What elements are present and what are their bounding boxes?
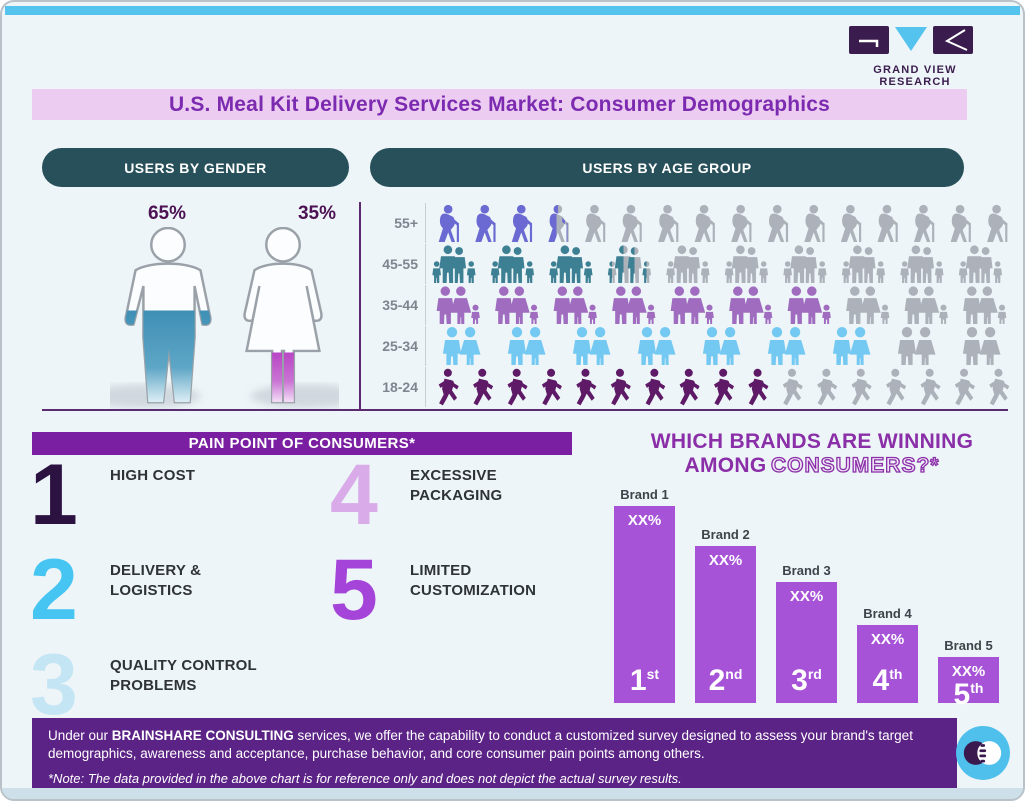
brand-value-label: XX%	[870, 631, 905, 648]
page-title: U.S. Meal Kit Delivery Services Market: …	[168, 92, 831, 116]
age-row-label: 25-34	[382, 337, 418, 354]
brands-title-line2-solid: AMONG	[684, 454, 767, 478]
age-row-icons	[425, 243, 1003, 284]
male-percentage: 65%	[147, 203, 187, 224]
brands-title: WHICH BRANDS ARE WINNING AMONG CONSUMERS…	[612, 430, 1012, 478]
pain-point-label: HIGH COST	[110, 467, 196, 484]
pain-points-column: 1 HIGH COST 2 DELIVERY & LOGISTICS 3 QUALITY …	[30, 460, 330, 721]
pain-point-item-5: 5 LIMITED CUSTOMIZATION	[330, 555, 590, 626]
age-row-icons	[425, 325, 1001, 366]
pain-points-header-label: PAIN POINT OF CONSUMERS*	[188, 435, 416, 452]
footer-note: *Note: The data provided in the above ch…	[48, 771, 682, 787]
age-row-55+: 55+	[370, 202, 1012, 243]
page-title-banner: U.S. Meal Kit Delivery Services Market: …	[32, 89, 967, 120]
pain-points-list: 1 HIGH COST 2 DELIVERY & LOGISTICS 3 QUALITY …	[30, 460, 595, 721]
brand-bar: XX% 4th	[857, 625, 918, 703]
brand-bar: XX% 3rd	[776, 582, 837, 703]
pain-point-label: DELIVERY & LOGISTICS	[110, 562, 202, 600]
brands-title-line2-outline: CONSUMERS?*	[770, 453, 940, 478]
brand-column-3: Brand 3 XX% 3rd	[776, 563, 837, 703]
brand-rank-label: 4th	[872, 664, 903, 697]
pain-point-label: LIMITED CUSTOMIZATION	[410, 562, 537, 600]
brand-name-label: Brand 5	[944, 638, 993, 653]
age-row-25-34: 25-34	[370, 325, 1012, 366]
brand-value-label: XX%	[708, 552, 743, 569]
brand-rank-label: 1st	[629, 664, 660, 697]
footer-banner: Under our BRAINSHARE CONSULTING services…	[32, 718, 957, 788]
age-row-icons	[425, 366, 1010, 407]
female-figure-icon	[243, 227, 339, 409]
brand-value-label: XX%	[951, 663, 986, 680]
brand-bar: XX% 1st	[614, 506, 675, 703]
pain-number-1-icon: 1	[30, 460, 78, 531]
brand-name-label: Brand 3	[782, 563, 831, 578]
pain-number-5-icon: 5	[330, 555, 378, 626]
brand-rank-label: 3rd	[791, 664, 822, 697]
top-accent-strip	[5, 6, 1020, 15]
brand-rank-label: 2nd	[708, 664, 743, 697]
gender-chart: 65% 35%	[42, 197, 354, 409]
brand-column-4: Brand 4 XX% 4th	[857, 606, 918, 703]
horizontal-rule	[42, 409, 1008, 411]
header-users-by-gender: USERS BY GENDER	[42, 148, 349, 187]
pain-number-3-icon: 3	[30, 650, 78, 721]
brand-name-label: Brand 4	[863, 606, 912, 621]
age-row-icons	[425, 284, 1007, 325]
brand-rank-label: 5th	[953, 678, 984, 711]
gvr-logo-text: GRAND VIEW RESEARCH	[873, 64, 957, 88]
brand-column-5: Brand 5 XX%5th	[938, 638, 999, 710]
brainshare-icon	[955, 725, 1011, 786]
pain-points-header: PAIN POINT OF CONSUMERS*	[32, 432, 572, 455]
pain-number-4-icon: 4	[330, 460, 378, 531]
age-group-chart: 55+ 45-55 35-44 25-34 18-24	[370, 202, 1012, 407]
age-row-35-44: 35-44	[370, 284, 1012, 325]
age-row-label: 45-55	[382, 255, 418, 272]
age-row-label: 55+	[394, 214, 418, 231]
bottom-accent-strip	[2, 788, 1023, 799]
brand-column-2: Brand 2 XX% 2nd	[695, 527, 756, 703]
section-vertical-divider	[359, 202, 361, 409]
pain-point-item-2: 2 DELIVERY & LOGISTICS	[30, 555, 330, 626]
male-figure-icon	[110, 227, 212, 409]
brand-name-label: Brand 1	[620, 487, 669, 502]
header-users-by-age-group-label: USERS BY AGE GROUP	[582, 159, 752, 176]
brands-title-line1: WHICH BRANDS ARE WINNING	[650, 430, 974, 453]
gvr-logo: GRAND VIEW RESEARCH	[847, 26, 983, 88]
brand-value-label: XX%	[627, 512, 662, 529]
age-row-label: 35-44	[382, 296, 418, 313]
pain-number-2-icon: 2	[30, 555, 78, 626]
header-users-by-age-group: USERS BY AGE GROUP	[370, 148, 964, 187]
pain-points-column: 4 EXCESSIVE PACKAGING 5 LIMITED CUSTOMIZATI…	[330, 460, 590, 721]
footer-text: Under our BRAINSHARE CONSULTING services…	[48, 728, 913, 762]
age-row-18-24: 18-24	[370, 366, 1012, 407]
age-row-45-55: 45-55	[370, 243, 1012, 284]
age-row-label: 18-24	[382, 378, 418, 395]
pain-point-item-1: 1 HIGH COST	[30, 460, 330, 531]
age-row-icons	[425, 202, 1008, 243]
brand-bar: XX%5th	[938, 657, 999, 710]
brand-value-label: XX%	[789, 588, 824, 605]
pain-point-item-4: 4 EXCESSIVE PACKAGING	[330, 460, 590, 531]
brand-column-1: Brand 1 XX% 1st	[614, 487, 675, 703]
header-users-by-gender-label: USERS BY GENDER	[124, 159, 267, 176]
pain-point-label: QUALITY CONTROL PROBLEMS	[110, 657, 257, 695]
pain-point-label: EXCESSIVE PACKAGING	[410, 467, 503, 505]
brand-bar: XX% 2nd	[695, 546, 756, 703]
pain-point-item-3: 3 QUALITY CONTROL PROBLEMS	[30, 650, 330, 721]
brainshare-consulting-label: BRAINSHARE CONSULTING	[111, 728, 294, 743]
gvr-logo-mark	[849, 26, 973, 54]
female-percentage: 35%	[297, 203, 337, 224]
brand-name-label: Brand 2	[701, 527, 750, 542]
